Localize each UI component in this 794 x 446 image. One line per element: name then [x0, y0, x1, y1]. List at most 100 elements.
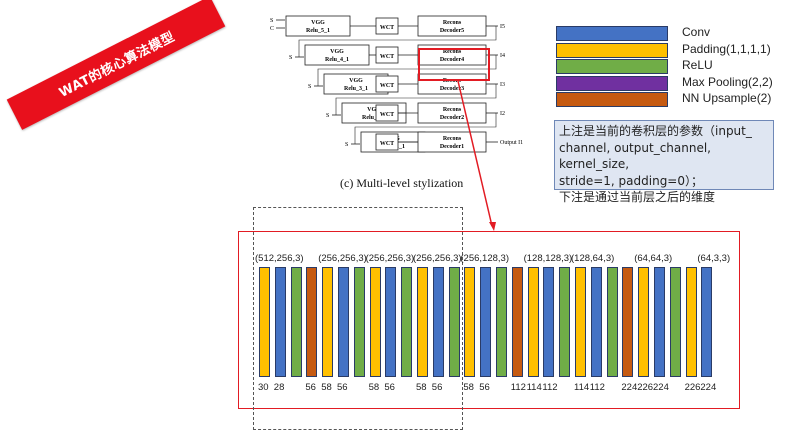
layer-bar-up — [306, 267, 318, 377]
layer-bar-pad — [685, 267, 697, 377]
svg-text:Decoder2: Decoder2 — [440, 115, 464, 121]
layer-dim-label: 226 — [684, 382, 701, 393]
svg-text:VGG: VGG — [349, 78, 363, 84]
svg-text:Relu_2_1: Relu_2_1 — [362, 115, 386, 121]
figure-caption: (c) Multi-level stylization — [340, 176, 464, 190]
layer-dim-label: 58 — [368, 382, 380, 393]
layer-bar-pad — [259, 267, 270, 377]
layer-bar-conv — [338, 267, 349, 377]
layer-dim-label: 224 — [621, 382, 638, 393]
layer-param-label: (64,3,3) — [697, 253, 731, 264]
svg-text:VGG: VGG — [330, 49, 344, 55]
layer-dim-label: 56 — [305, 382, 316, 393]
svg-text:Relu_3_1: Relu_3_1 — [344, 86, 368, 92]
note-line-1: 上注是当前的卷积层的参数（input_ — [559, 124, 752, 138]
layer-dim-label: 58 — [321, 382, 332, 393]
svg-text:Recons: Recons — [443, 78, 462, 84]
layer-bar-up — [622, 267, 634, 377]
note-line-2: channel, output_channel, kernel_size, — [559, 140, 711, 172]
layer-dim-label: 114 — [526, 382, 542, 393]
svg-text:I5: I5 — [500, 24, 505, 30]
svg-text:C: C — [270, 26, 274, 32]
layer-dim-label: 58 — [416, 382, 427, 393]
legend-swatch — [556, 42, 668, 58]
layer-bar-pad — [417, 267, 428, 377]
layer-dim-label: 56 — [337, 382, 348, 393]
layer-param-label: (64,64,3) — [634, 253, 673, 264]
layer-param-label: (128,128,3) — [523, 253, 573, 264]
layer-bar-relu — [669, 267, 681, 377]
layer-bar-conv — [480, 267, 492, 377]
layer-param-label: (512,256,3) — [255, 253, 304, 264]
note-line-3: stride=1, padding=0）； — [559, 173, 703, 188]
layer-dim-label: 112 — [589, 382, 605, 393]
layer-dim-label: 30 — [258, 382, 269, 393]
layer-bar-pad — [464, 267, 476, 377]
highlight-box — [418, 48, 490, 81]
svg-text:I2: I2 — [500, 111, 505, 117]
svg-text:WCT: WCT — [380, 54, 394, 60]
layer-bar-relu — [448, 267, 460, 377]
svg-text:I3: I3 — [500, 82, 505, 88]
layer-dim-label: 114 — [574, 382, 590, 393]
svg-text:Output I1: Output I1 — [500, 140, 523, 146]
legend-swatch — [556, 75, 668, 91]
svg-text:VGG: VGG — [367, 107, 381, 113]
layer-dim-label: 226 — [637, 382, 654, 393]
legend-label: Max Pooling(2,2) — [682, 74, 773, 89]
layer-bar-relu — [401, 267, 413, 377]
layer-bar-up — [511, 267, 523, 377]
layer-bar-relu — [606, 267, 618, 377]
svg-text:Decoder4: Decoder4 — [440, 57, 464, 63]
layer-bar-pad — [527, 267, 539, 377]
svg-text:S: S — [270, 18, 273, 24]
note-line-4: 下注是通过当前层之后的维度 — [559, 190, 716, 204]
svg-text:Decoder5: Decoder5 — [440, 28, 464, 34]
layer-dim-label: 56 — [479, 382, 490, 393]
svg-text:Recons: Recons — [443, 20, 462, 26]
layer-bar-conv — [590, 267, 602, 377]
note-box: 上注是当前的卷积层的参数（input_ channel, output_chan… — [554, 120, 774, 204]
svg-text:Decoder1: Decoder1 — [440, 144, 464, 150]
legend-label: Conv — [682, 25, 711, 39]
layer-dim-label: 224 — [700, 382, 717, 393]
layer-bar-pad — [322, 267, 334, 377]
svg-text:VGG: VGG — [311, 20, 325, 26]
legend-label: ReLU — [682, 58, 713, 72]
layer-dim-label: 56 — [431, 382, 443, 393]
layer-bar-relu — [496, 267, 507, 377]
layer-bar-relu — [290, 267, 302, 377]
layer-bar-conv — [543, 267, 555, 377]
svg-text:WCT: WCT — [380, 83, 394, 89]
layer-param-label: (256,256,3) — [318, 253, 367, 264]
layer-param-label: (256,256,3) — [365, 253, 415, 264]
svg-text:S: S — [345, 142, 348, 148]
layer-bar-pad — [575, 267, 586, 377]
decoder-layers-frame — [238, 231, 740, 409]
svg-text:Recons: Recons — [443, 107, 462, 113]
layer-bar-conv — [701, 267, 713, 377]
layer-bar-conv — [274, 267, 286, 377]
layer-bar-pad — [638, 267, 650, 377]
legend-label: Padding(1,1,1,1) — [682, 41, 771, 56]
layer-bar-conv — [432, 267, 444, 377]
dashed-selection — [253, 207, 463, 430]
legend-swatch — [556, 92, 668, 107]
svg-text:WCT: WCT — [380, 25, 394, 31]
legend-label: NN Upsample(2) — [682, 91, 772, 105]
svg-text:WCT: WCT — [380, 112, 394, 118]
svg-text:S: S — [326, 113, 329, 119]
layer-bar-pad — [369, 267, 381, 377]
layer-dim-label: 56 — [384, 382, 395, 393]
svg-text:Relu_5_1: Relu_5_1 — [306, 28, 330, 34]
layer-bar-conv — [654, 267, 665, 377]
svg-text:Relu_4_1: Relu_4_1 — [325, 57, 349, 63]
layer-dim-label: 58 — [463, 382, 474, 393]
svg-text:I4: I4 — [500, 53, 505, 59]
layer-bar-conv — [385, 267, 397, 377]
layer-param-label: (128,64,3) — [571, 253, 615, 264]
layer-param-label: (256,128,3) — [460, 253, 509, 264]
svg-text:S: S — [308, 84, 311, 90]
svg-text:Decoder3: Decoder3 — [440, 86, 464, 92]
